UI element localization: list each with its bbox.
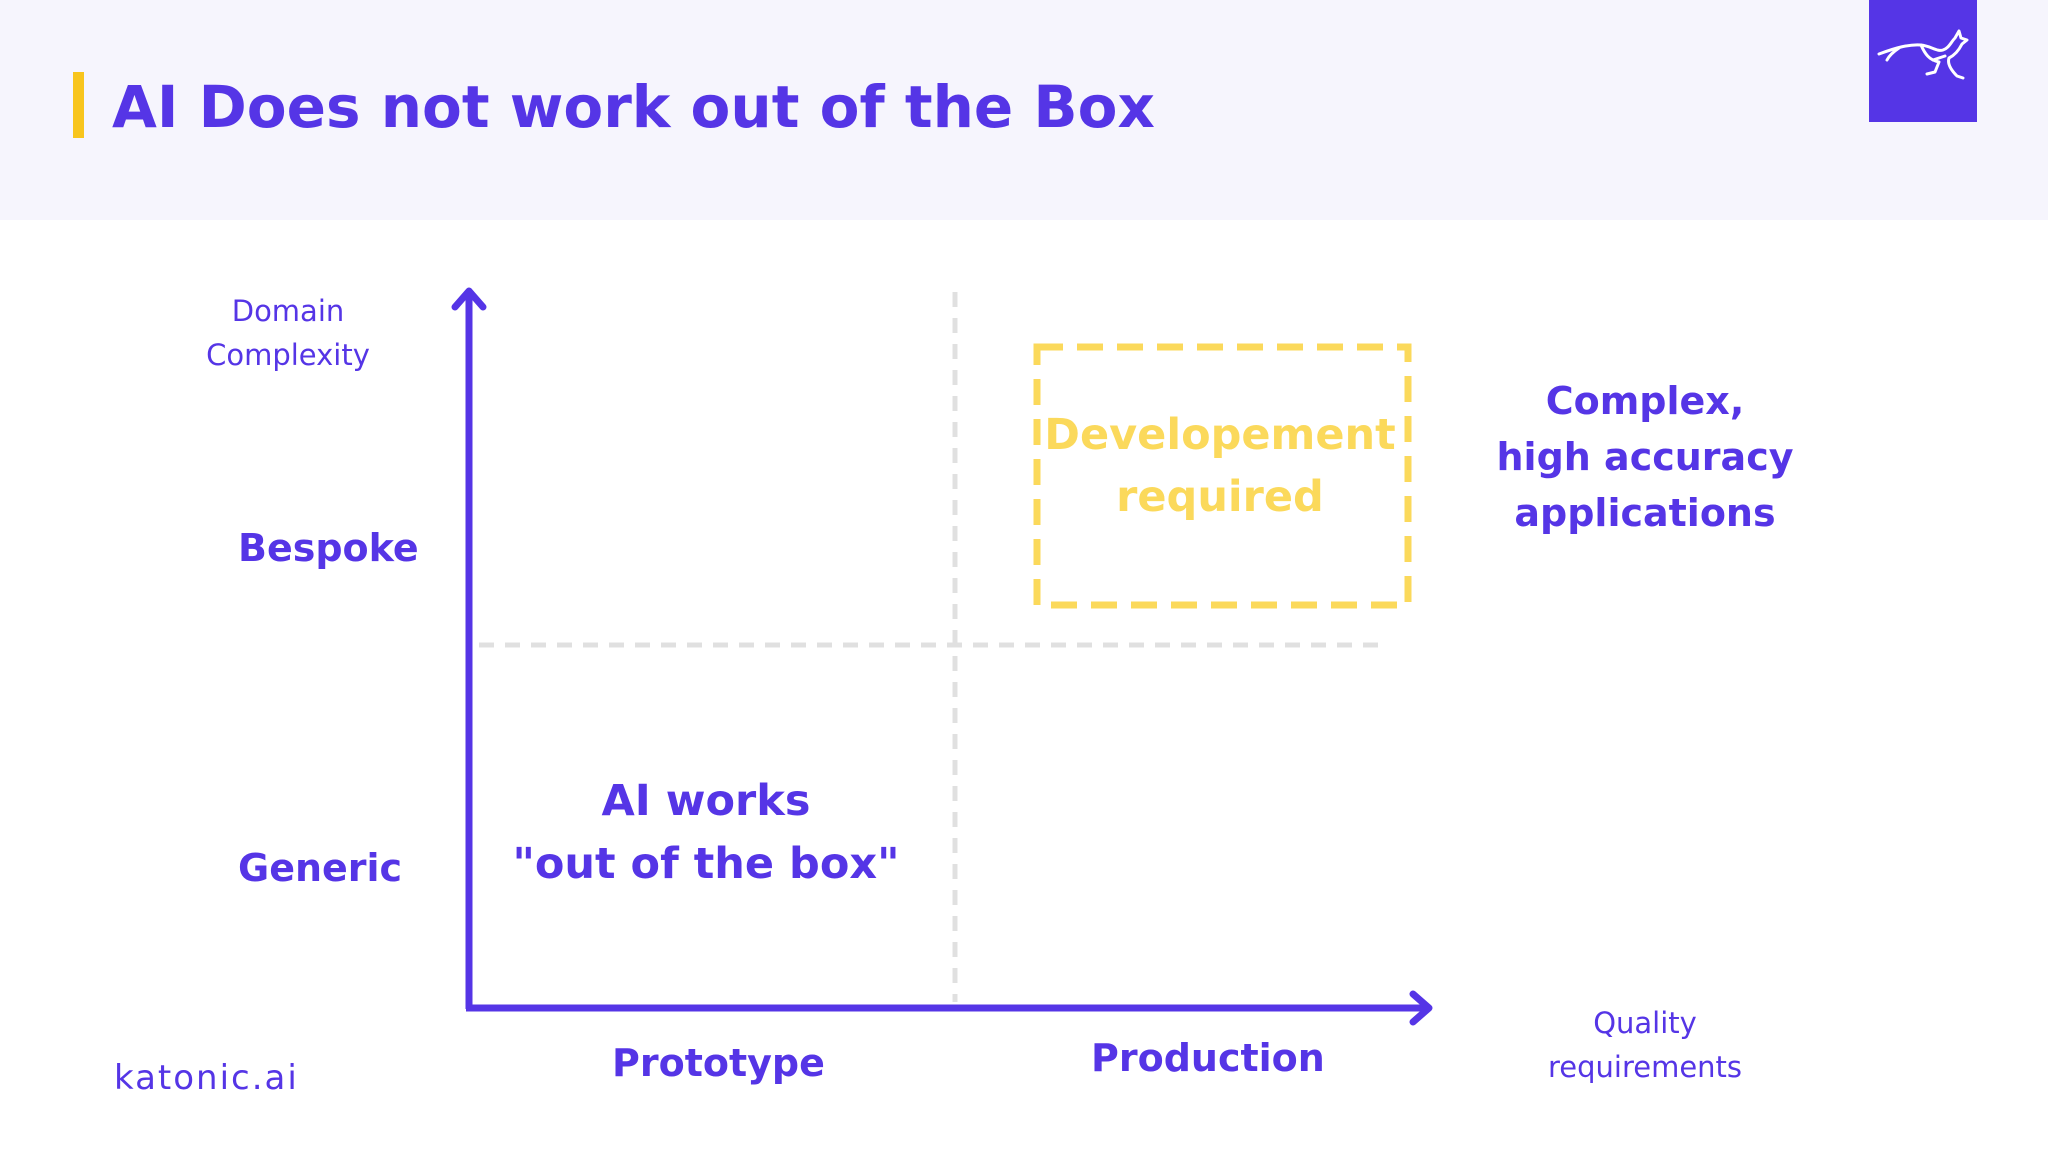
- y-level-bespoke: Bespoke: [238, 526, 419, 570]
- development-required-line-1: Developement: [1044, 410, 1396, 460]
- slide-title: AI Does not work out of the Box: [112, 73, 1155, 141]
- x-level-production: Production: [1091, 1036, 1325, 1080]
- y-axis-title: Domain Complexity: [188, 289, 388, 377]
- logo-badge: [1869, 0, 1977, 122]
- ai-works-out-of-box-text: AI works "out of the box": [506, 770, 906, 896]
- kangaroo-logo-icon: [1877, 29, 1969, 80]
- title-accent-bar: [73, 72, 84, 138]
- y-axis-title-line-1: Domain: [231, 294, 345, 328]
- y-axis-title-line-2: Complexity: [206, 338, 370, 372]
- x-axis-arrowhead: [1409, 990, 1433, 1026]
- development-required-text: Developement required: [1020, 404, 1420, 528]
- annotation-line-1: Complex,: [1545, 379, 1745, 423]
- y-level-generic: Generic: [238, 846, 403, 890]
- footer-brand: katonic.ai: [114, 1058, 299, 1098]
- ai-works-line-1: AI works: [601, 776, 811, 826]
- x-axis-title-line-2: requirements: [1547, 1050, 1743, 1084]
- annotation-line-2: high accuracy: [1496, 435, 1794, 479]
- annotation-line-3: applications: [1514, 491, 1776, 535]
- x-axis-title-line-1: Quality: [1593, 1006, 1697, 1040]
- x-level-prototype: Prototype: [612, 1041, 825, 1085]
- y-axis-arrowhead: [451, 287, 487, 311]
- ai-works-line-2: "out of the box": [512, 839, 900, 889]
- development-required-box: [1033, 343, 1412, 609]
- slide-header: [0, 0, 2048, 220]
- x-axis-title: Quality requirements: [1520, 1001, 1770, 1089]
- development-required-line-2: required: [1116, 472, 1324, 522]
- complex-applications-annotation: Complex, high accuracy applications: [1470, 373, 1820, 541]
